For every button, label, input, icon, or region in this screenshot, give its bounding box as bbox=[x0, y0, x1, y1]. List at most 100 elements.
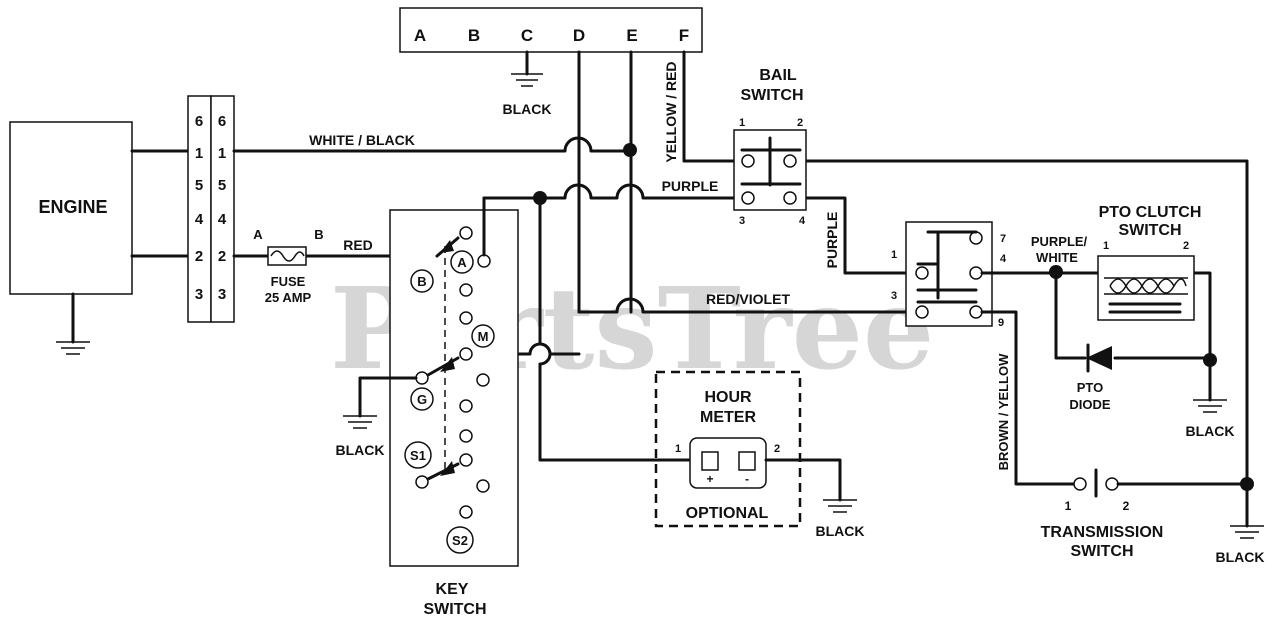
wire-label-purple-white-2: WHITE bbox=[1036, 250, 1078, 265]
hour-meter-pin-1: 1 bbox=[675, 443, 681, 455]
wire-hour-meter-ground bbox=[764, 458, 842, 502]
key-terminal-m: M bbox=[478, 329, 489, 344]
ground-symbol-engine bbox=[56, 341, 90, 355]
pto-pin-4: 4 bbox=[1000, 253, 1007, 265]
diode-icon bbox=[1086, 346, 1112, 370]
pin-label: 3 bbox=[195, 286, 203, 303]
hour-meter-terminal-plus bbox=[701, 451, 719, 471]
pto-clutch-coil-icon bbox=[1109, 278, 1187, 294]
wire-bail-to-transmission bbox=[788, 159, 1249, 486]
key-switch-subtitle: SWITCH bbox=[423, 601, 486, 618]
wire-label-red: RED bbox=[343, 237, 373, 253]
engine-connector: 6 1 5 4 2 3 6 1 5 4 2 3 bbox=[187, 95, 235, 323]
pto-clutch-title: PTO CLUTCH bbox=[1099, 204, 1202, 221]
wire-key-m bbox=[464, 342, 581, 356]
bail-pin-1: 1 bbox=[739, 117, 745, 129]
wire-purple-side bbox=[788, 196, 924, 275]
pto-switch: 1 3 7 4 9 bbox=[891, 221, 1007, 329]
pto-diode-label-2: DIODE bbox=[1069, 397, 1111, 412]
pin-label: 6 bbox=[218, 113, 226, 130]
pto-diode: PTO DIODE bbox=[1069, 343, 1112, 412]
hour-meter-subtitle: METER bbox=[700, 409, 756, 426]
ground-symbol-transmission bbox=[1230, 525, 1264, 539]
key-switch-title: KEY bbox=[436, 581, 469, 598]
pin-label: 4 bbox=[218, 211, 227, 228]
pto-clutch: 1 2 PTO CLUTCH SWITCH bbox=[1097, 204, 1202, 321]
transmission-switch-title: TRANSMISSION bbox=[1041, 524, 1164, 541]
top-connector: A B C D E F bbox=[399, 7, 703, 53]
ground-label-transmission: BLACK bbox=[1216, 549, 1265, 565]
wire-label-purple-top: PURPLE bbox=[662, 178, 719, 194]
transmission-pin-2: 2 bbox=[1123, 499, 1130, 513]
engine-block bbox=[9, 121, 133, 295]
key-switch: A B M G S1 S2 KEY SWITCH bbox=[389, 196, 519, 618]
key-terminal-a: A bbox=[457, 255, 467, 270]
wire-yellow-red bbox=[682, 50, 750, 163]
top-connector-housing bbox=[399, 7, 703, 53]
pto-diode-label: PTO bbox=[1077, 380, 1104, 395]
fuse-label: FUSE bbox=[271, 274, 306, 289]
hour-meter-title: HOUR bbox=[704, 389, 752, 406]
wire-brown-yellow bbox=[980, 310, 1076, 486]
key-terminal-b: B bbox=[417, 274, 426, 289]
engine-label: ENGINE bbox=[38, 197, 107, 217]
pin-label: 5 bbox=[195, 177, 203, 194]
hour-meter-terminal-minus bbox=[738, 451, 756, 471]
fuse: A B FUSE 25 AMP bbox=[253, 227, 323, 305]
bail-switch-title: BAIL bbox=[759, 67, 797, 84]
connector-pin-e: E bbox=[626, 26, 637, 45]
pin-label: 3 bbox=[218, 286, 226, 303]
pin-label: 1 bbox=[195, 145, 203, 162]
pin-label: 1 bbox=[218, 145, 226, 162]
key-terminal-s2: S2 bbox=[452, 533, 468, 548]
hour-meter: HOUR METER + - 1 2 OPTIONAL bbox=[654, 370, 802, 528]
bail-pin-3: 3 bbox=[739, 215, 745, 227]
wire-label-brown-yellow: BROWN / YELLOW bbox=[996, 353, 1011, 470]
wire-label-white-black: WHITE / BLACK bbox=[309, 132, 415, 148]
pin-label: 2 bbox=[218, 248, 226, 265]
ground-symbol-hour-meter bbox=[823, 499, 857, 513]
hour-meter-optional-label: OPTIONAL bbox=[686, 505, 769, 522]
connector-pin-d: D bbox=[573, 26, 585, 45]
key-terminal-g: G bbox=[417, 392, 427, 407]
wire-purple-top bbox=[482, 183, 747, 260]
ground-connector-c: BLACK bbox=[503, 50, 552, 117]
pto-clutch-housing bbox=[1097, 255, 1195, 321]
pto-pin-9: 9 bbox=[998, 317, 1004, 329]
connector-pin-f: F bbox=[679, 26, 689, 45]
wire-key-g-ground bbox=[358, 376, 418, 418]
hour-meter-pin-2: 2 bbox=[774, 443, 780, 455]
ground-symbol-c bbox=[511, 73, 543, 87]
wire-label-purple-white: PURPLE/ bbox=[1031, 234, 1088, 249]
fuse-term-a: A bbox=[253, 227, 263, 242]
ground-symbol-key-g bbox=[343, 415, 377, 429]
pin-label: 4 bbox=[195, 211, 204, 228]
pto-pin-1: 1 bbox=[891, 249, 897, 261]
pto-clutch-pin-1: 1 bbox=[1103, 240, 1109, 252]
ground-label-hour-meter: BLACK bbox=[816, 523, 865, 539]
junction-e bbox=[623, 143, 637, 157]
key-terminal-s1: S1 bbox=[410, 448, 426, 463]
pto-clutch-pin-2: 2 bbox=[1183, 240, 1189, 252]
connector-pin-a: A bbox=[414, 26, 426, 45]
wire-label-red-violet: RED/VIOLET bbox=[706, 291, 790, 307]
bail-pin-2: 2 bbox=[797, 117, 803, 129]
pto-pin-3: 3 bbox=[891, 290, 897, 302]
pin-label: 5 bbox=[218, 177, 226, 194]
hour-meter-minus: - bbox=[745, 472, 749, 486]
ground-label-c: BLACK bbox=[503, 101, 552, 117]
ground-label-key-g: BLACK bbox=[336, 442, 385, 458]
engine: ENGINE bbox=[9, 121, 190, 355]
pto-pin-7: 7 bbox=[1000, 233, 1006, 245]
wire-red-violet bbox=[577, 297, 922, 314]
wire-white-black bbox=[232, 136, 632, 153]
pin-label: 6 bbox=[195, 113, 203, 130]
hour-meter-plus: + bbox=[706, 472, 713, 486]
pin-label: 2 bbox=[195, 248, 203, 265]
ground-label-pto: BLACK bbox=[1186, 423, 1235, 439]
hour-meter-optional-box bbox=[654, 370, 802, 528]
wire-label-yellow-red: YELLOW / RED bbox=[663, 61, 679, 162]
fuse-rating: 25 AMP bbox=[265, 290, 312, 305]
wire-diode-branch bbox=[1054, 270, 1212, 360]
